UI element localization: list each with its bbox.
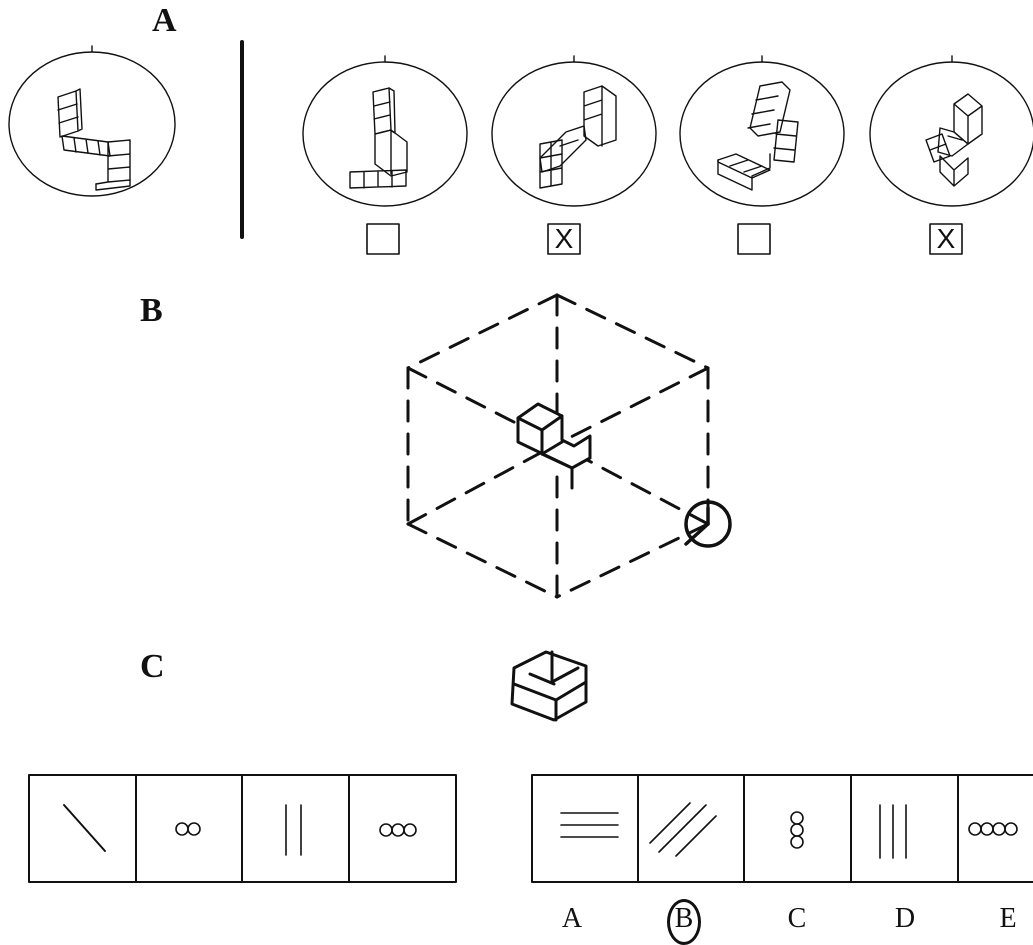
option-figure-4 [869, 55, 1033, 255]
option-label-c: C [787, 903, 807, 934]
reference-figure [8, 45, 176, 197]
answer-checkbox-1[interactable] [366, 223, 400, 255]
answer-mark-2: X [554, 223, 574, 254]
option-c-stacked-circles-icon[interactable] [790, 811, 804, 849]
target-object-icon [510, 650, 588, 722]
answer-mark-4: X [936, 223, 956, 254]
panel-label-a: A [152, 2, 177, 39]
option-figure-2 [491, 55, 657, 255]
block-figure-icon [925, 93, 983, 187]
diagonal-line-icon [63, 804, 106, 852]
triple-circle-icon [379, 823, 417, 837]
block-figure-icon [349, 87, 408, 189]
answer-checkbox-2[interactable] [547, 223, 581, 255]
answer-checkbox-4[interactable] [929, 223, 963, 255]
answer-strip [531, 774, 1033, 883]
option-a-horizontal-lines-icon[interactable] [560, 812, 619, 838]
panel-label-b: B [140, 292, 163, 329]
option-label-e: E [999, 903, 1017, 934]
block-figure-icon [717, 81, 799, 191]
example-strip [28, 774, 457, 883]
viewpoint-marker-icon [684, 500, 732, 548]
double-circle-icon [175, 822, 201, 836]
block-figure-icon [57, 88, 131, 191]
option-label-d: D [894, 903, 916, 934]
panel-label-c: C [140, 648, 165, 685]
option-figure-3 [679, 55, 845, 255]
option-e-four-circles-icon[interactable] [968, 822, 1018, 836]
option-label-a: A [561, 903, 583, 934]
block-figure-icon [539, 85, 617, 189]
selected-answer-ring [667, 899, 701, 945]
answer-checkbox-3[interactable] [737, 223, 771, 255]
option-b-diagonal-lines-icon[interactable] [649, 802, 717, 857]
option-figure-1 [302, 55, 468, 255]
two-vertical-lines-icon [285, 804, 302, 856]
dashed-cube [406, 293, 710, 599]
panel-a-figure [8, 40, 1033, 255]
panel-c-figure [28, 650, 1033, 883]
panel-b-figure [406, 293, 732, 599]
option-d-vertical-lines-icon[interactable] [879, 804, 907, 859]
l-block-icon [516, 402, 592, 490]
